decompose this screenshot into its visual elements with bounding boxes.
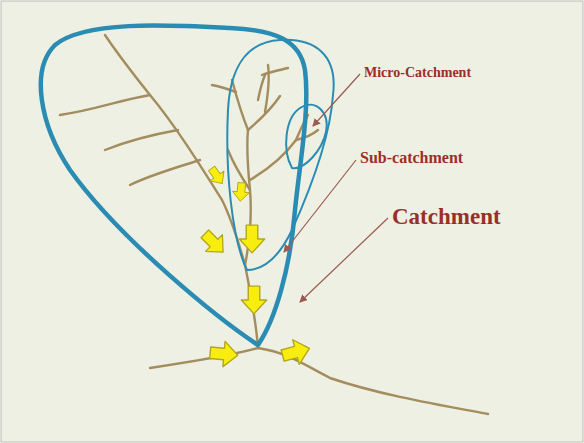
sub-catchment-label: Sub-catchment bbox=[360, 150, 463, 166]
micro-catchment-label: Micro-Catchment bbox=[364, 66, 471, 80]
catchment-label: Catchment bbox=[392, 205, 501, 228]
